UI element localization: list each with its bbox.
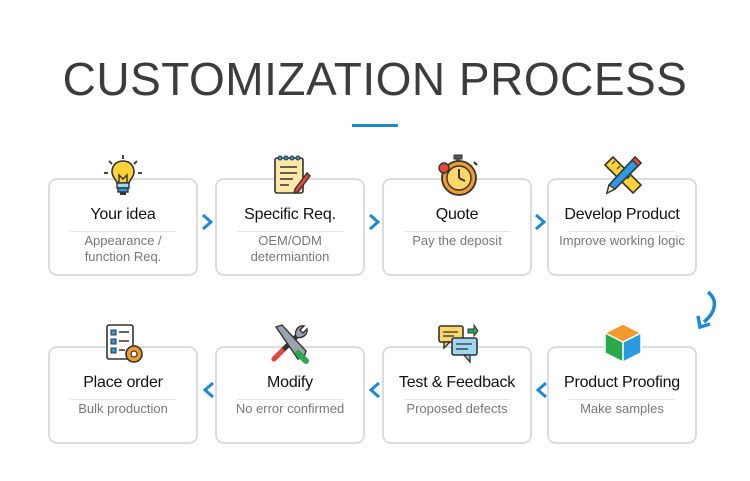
- step-description-line: Pay the deposit: [412, 233, 502, 248]
- chevron-left-icon: [203, 382, 214, 398]
- divider: [569, 399, 675, 400]
- chevron-right-icon: [535, 214, 546, 230]
- step-title: Your idea: [90, 206, 156, 223]
- cube-icon: [604, 323, 642, 363]
- divider: [404, 231, 510, 232]
- ruler-pencil-icon: [603, 155, 643, 195]
- step-description-line: No error confirmed: [235, 401, 345, 416]
- step-description: Pay the deposit: [384, 233, 530, 249]
- step-card-test-feedback: Test & Feedback Proposed defects: [382, 346, 532, 444]
- lightbulb-icon: [104, 155, 142, 195]
- step-description-line: Appearance /: [84, 233, 162, 248]
- stopwatch-icon: [438, 154, 478, 196]
- notepad-icon: [274, 155, 311, 194]
- divider: [70, 231, 176, 232]
- step-title: Place order: [83, 374, 163, 391]
- divider: [237, 231, 343, 232]
- step-title: Specific Req.: [244, 206, 336, 223]
- tools-icon: [271, 324, 309, 364]
- step-title: Develop Product: [564, 206, 680, 223]
- checklist-icon: [106, 324, 143, 363]
- divider: [404, 399, 510, 400]
- divider: [70, 399, 176, 400]
- step-description-line: determiantion: [250, 249, 330, 264]
- title-underline: [352, 124, 398, 127]
- step-description: Make samples: [549, 401, 695, 417]
- step-title: Test & Feedback: [398, 374, 516, 391]
- step-description-line: Proposed defects: [406, 401, 508, 416]
- step-description-line: Improve working logic: [559, 233, 685, 248]
- step-title: Quote: [435, 206, 479, 223]
- step-description-line: Bulk production: [78, 401, 168, 416]
- chevron-left-icon: [536, 382, 547, 398]
- step-description-line: function Req.: [84, 249, 162, 264]
- chat-icon: [438, 323, 479, 364]
- step-description-line: OEM/ODM: [258, 233, 322, 248]
- divider: [237, 399, 343, 400]
- step-description: OEM/ODM determiantion: [217, 233, 363, 265]
- step-description-line: Make samples: [580, 401, 664, 416]
- curved-down-arrow-icon: [696, 290, 717, 330]
- step-card-place-order: Place order Bulk production: [48, 346, 198, 444]
- divider: [569, 231, 675, 232]
- step-description: Appearance / function Req.: [50, 233, 196, 265]
- chevron-right-icon: [202, 214, 213, 230]
- step-description: Improve working logic: [549, 233, 695, 249]
- step-title: Product Proofing: [564, 374, 680, 391]
- step-description: No error confirmed: [217, 401, 363, 417]
- step-description: Bulk production: [50, 401, 196, 417]
- page-title: CUSTOMIZATION PROCESS: [62, 53, 688, 105]
- step-description: Proposed defects: [384, 401, 530, 417]
- chevron-left-icon: [369, 382, 380, 398]
- step-title: Modify: [267, 374, 313, 391]
- chevron-right-icon: [369, 214, 380, 230]
- step-card-modify: Modify No error confirmed: [215, 346, 365, 444]
